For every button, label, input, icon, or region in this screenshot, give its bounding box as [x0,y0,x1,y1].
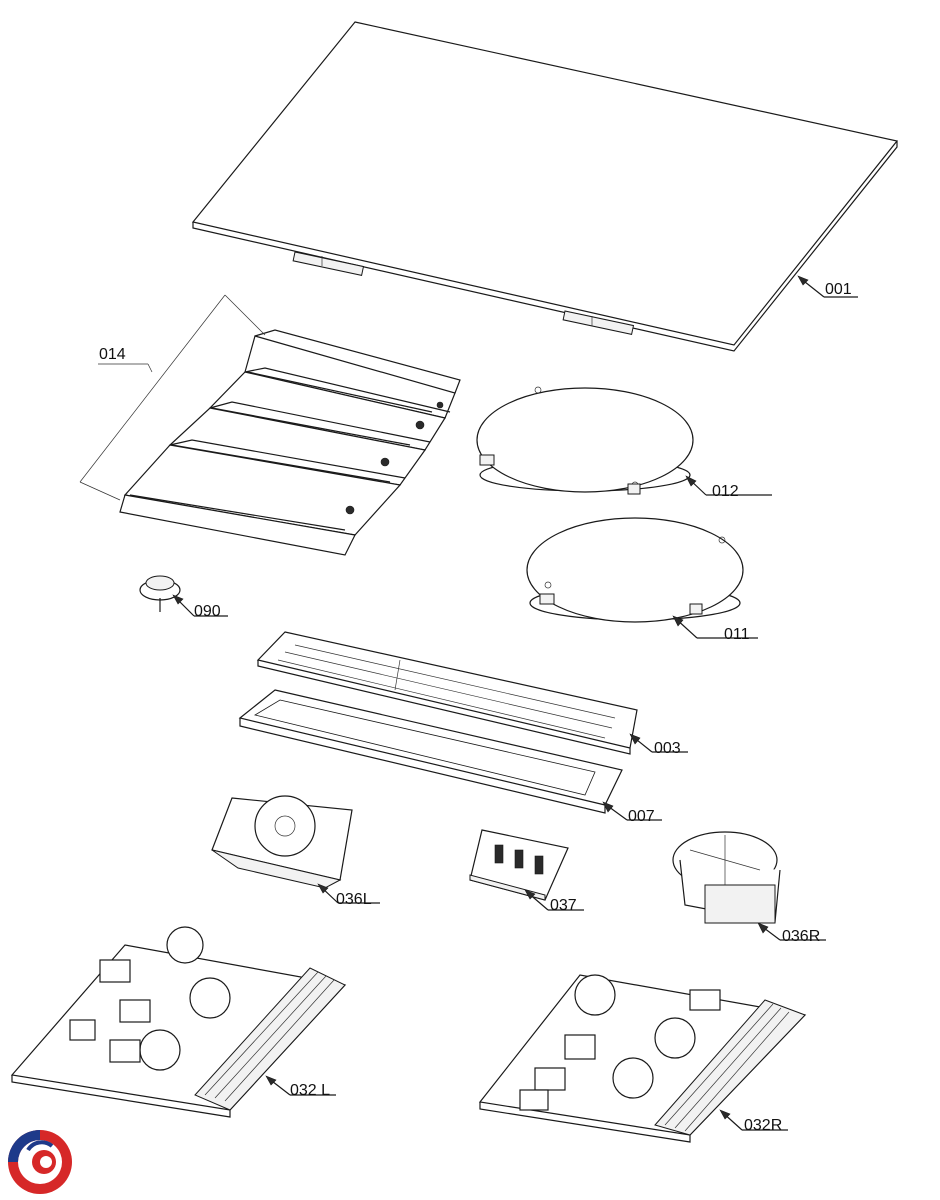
label-001: 001 [825,281,852,298]
label-090: 090 [194,603,221,620]
label-003: 003 [654,740,681,757]
label-012: 012 [712,483,739,500]
label-032r: 032R [744,1117,783,1134]
label-007: 007 [628,808,655,825]
label-037: 037 [550,897,577,914]
power-board-left-032l-part [10,926,347,1118]
brand-logo [8,1130,72,1194]
terminal-block-037-part [469,829,584,911]
label-036r: 036R [782,928,821,945]
label-036l: 036L [336,891,372,908]
control-frame-007-part [238,689,662,821]
power-board-right-032r-part [478,974,807,1143]
top-glass-part [191,21,899,352]
coil-011-part [526,517,758,639]
top-glass-leader [797,275,858,298]
label-014: 014 [99,346,126,363]
induction-coil-group-part [79,294,461,556]
label-032l: 032 L [290,1082,331,1099]
label-011: 011 [724,626,750,643]
fan-right-036r-part [672,831,826,941]
fan-left-036l-part [211,795,380,904]
coil-012-part [476,386,772,496]
sensor-090-part [139,575,228,617]
control-panel-003-part [256,631,688,755]
